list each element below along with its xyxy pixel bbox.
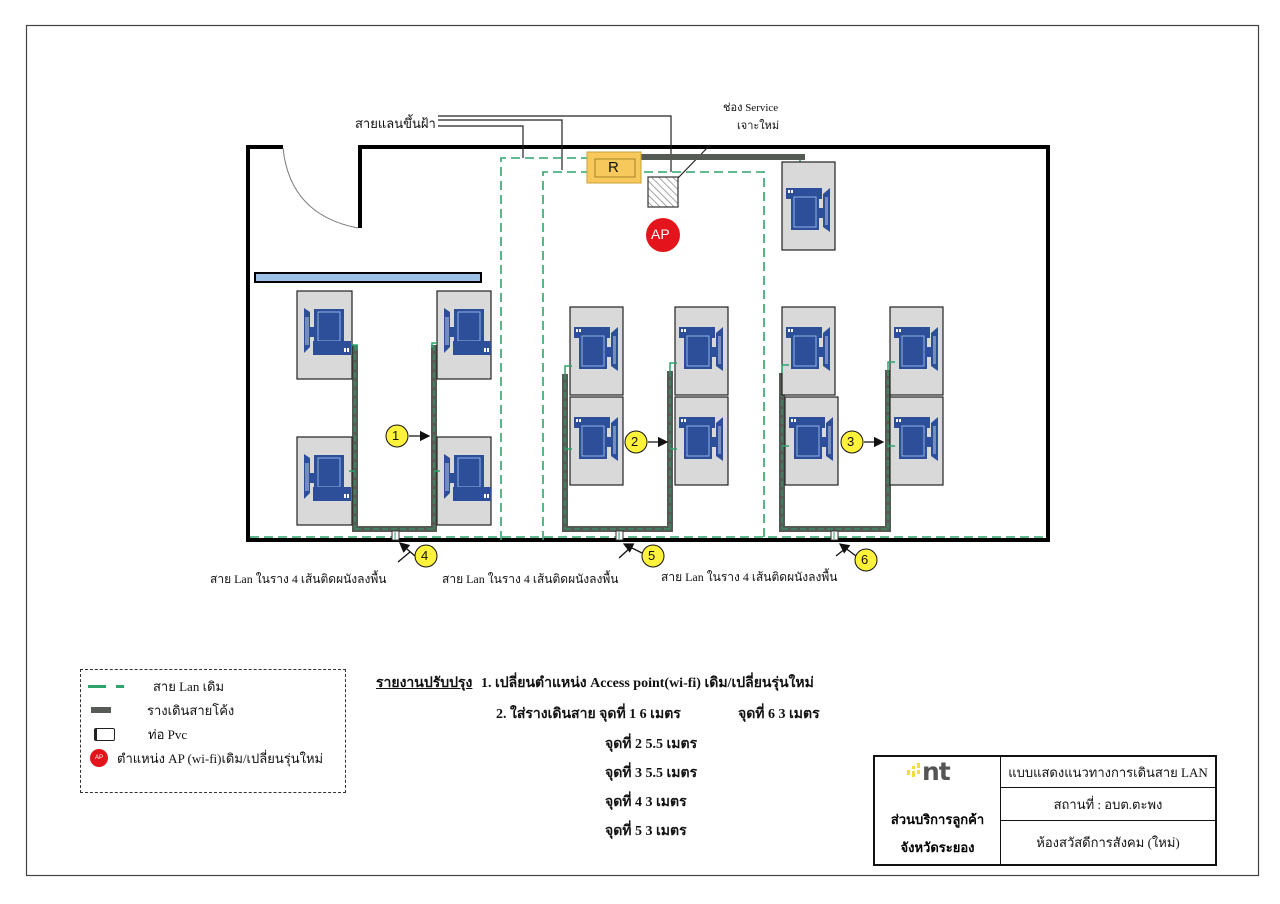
- workstation: [781, 161, 836, 251]
- room-name: ห้องสวัสดีการสังคม (ใหม่): [1036, 835, 1180, 850]
- room-walls: [246, 145, 1050, 542]
- router-label: R: [608, 159, 619, 176]
- cable-tray-zone-3: [779, 370, 891, 532]
- legend: สาย Lan เดิม รางเดินสายโค้ง ท่อ Pvc AP ต…: [80, 669, 346, 793]
- nt-logo: nt: [907, 757, 967, 789]
- workstation: [889, 306, 944, 396]
- service-hole-label-1: ช่อง Service: [723, 102, 779, 114]
- service-pointer: [677, 144, 711, 179]
- cable-tray-zone-2: [562, 371, 673, 532]
- workstation: [674, 306, 729, 396]
- report-item-1: 1. เปลี่ยนตำแหน่ง Access point(wi-fi) เด…: [481, 676, 814, 691]
- workstation: [296, 290, 353, 380]
- workstation: [569, 396, 624, 486]
- marker-2: [624, 430, 648, 454]
- logo-mark-icon: [907, 763, 920, 777]
- ap-marker: [646, 218, 680, 252]
- report-point: จุดที่ 5 3 เมตร: [605, 824, 687, 839]
- ap-dot-icon: AP: [90, 749, 108, 767]
- report-item-2-extra: จุดที่ 6 3 เมตร: [738, 707, 820, 722]
- router: [586, 151, 642, 184]
- report-item-2: 2. ใส่รางเดินสาย จุดที่ 1 6 เมตร: [496, 707, 681, 722]
- location: สถานที่ : อบต.ตะพง: [1001, 788, 1215, 821]
- door-swing: [282, 147, 359, 229]
- marker-1: [385, 424, 409, 448]
- workstation: [569, 306, 624, 396]
- marker-3-label: 3: [847, 434, 855, 449]
- ap-label: AP: [651, 226, 670, 242]
- drawing-title: แบบแสดงแนวทางการเดินสาย LAN: [1001, 757, 1215, 788]
- org-line-1: ส่วนบริการลูกค้า: [890, 812, 985, 827]
- floor-note-6: สาย Lan ในราง 4 เส้นติดผนังลงพื้น: [661, 570, 838, 584]
- service-hole: [647, 176, 679, 208]
- workstation: [436, 436, 492, 526]
- marker-6-label: 6: [861, 552, 869, 567]
- workstation: [674, 396, 729, 486]
- marker-4-label: 4: [421, 548, 429, 563]
- report-point: จุดที่ 2 5.5 เมตร: [605, 737, 698, 752]
- legend-item-lan: สาย Lan เดิม: [81, 675, 224, 697]
- cable-drops: [349, 342, 895, 472]
- report-point: จุดที่ 3 5.5 เมตร: [605, 766, 698, 781]
- service-hole-label-2: เจาะใหม่: [737, 120, 780, 132]
- marker-4: [414, 544, 438, 568]
- workstation: [784, 396, 839, 486]
- report-heading: รายงานปรับปรุง: [376, 676, 473, 691]
- org-cell: nt ส่วนบริการลูกค้า จังหวัดระยอง: [875, 757, 1001, 864]
- gray-bar-icon: [91, 707, 111, 713]
- sheet-border: [25, 24, 1260, 877]
- workstation: [436, 290, 492, 380]
- report-point: จุดที่ 4 3 เมตร: [605, 795, 687, 810]
- floor-note-5: สาย Lan ในราง 4 เส้นติดผนังลงพื้น: [442, 572, 619, 586]
- window: [254, 272, 482, 283]
- title-block: nt ส่วนบริการลูกค้า จังหวัดระยอง แบบแสดง…: [873, 755, 1217, 866]
- marker-3: [840, 430, 864, 454]
- pvc-pipe-icon: [94, 727, 115, 741]
- marker-arrows: [397, 430, 885, 563]
- legend-item-pvc: ท่อ Pvc: [81, 723, 187, 745]
- marker-5-label: 5: [648, 548, 656, 563]
- marker-5: [641, 544, 665, 568]
- workstation: [889, 396, 944, 486]
- marker-1-label: 1: [392, 428, 400, 443]
- marker-6: [854, 548, 878, 572]
- workstation: [781, 306, 836, 396]
- uplink-cables: [438, 115, 672, 172]
- uplink-cable-label: สายแลนขึ้นฝ้า: [355, 116, 436, 131]
- floor-note-4: สาย Lan ในราง 4 เส้นติดผนังลงพื้น: [210, 572, 387, 586]
- workstations: [296, 161, 944, 526]
- dashed-green-line-icon: [88, 684, 133, 688]
- org-line-2: จังหวัดระยอง: [900, 840, 975, 855]
- cable-tray-top: [640, 154, 805, 160]
- legend-item-tray: รางเดินสายโค้ง: [81, 699, 234, 721]
- marker-2-label: 2: [631, 434, 639, 449]
- point-markers: [385, 424, 878, 572]
- workstation: [296, 436, 353, 526]
- legend-item-ap: AP ตำแหน่ง AP (wi-fi)เดิม/เปลี่ยนรุ่นใหม…: [81, 747, 323, 769]
- cable-tray-zone-1: [352, 345, 437, 532]
- pvc-pipes: [391, 530, 839, 541]
